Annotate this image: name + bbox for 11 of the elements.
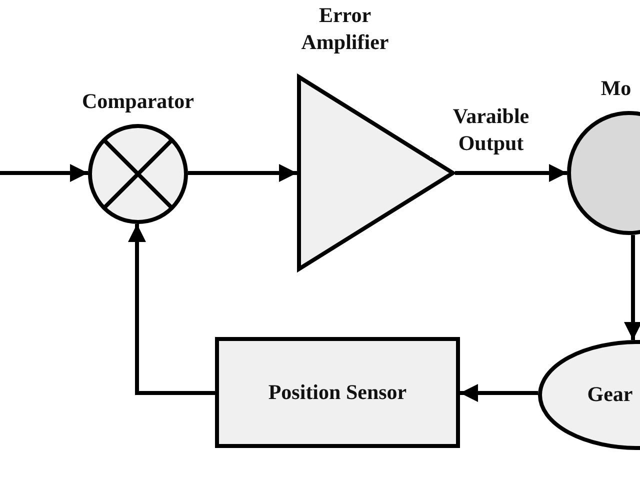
node-heading: Mo: [600, 75, 632, 102]
node-heading: Error Amplifier: [300, 2, 390, 56]
arrow: [460, 384, 538, 402]
arrow: [188, 164, 297, 182]
node-heading: Comparator: [81, 88, 195, 115]
node-label: Position Sensor: [267, 379, 408, 406]
arrow: [0, 164, 88, 182]
node-label: Gear: [586, 381, 634, 408]
arrow: [128, 224, 215, 395]
arrow: [624, 235, 640, 340]
arrow: [455, 164, 567, 182]
